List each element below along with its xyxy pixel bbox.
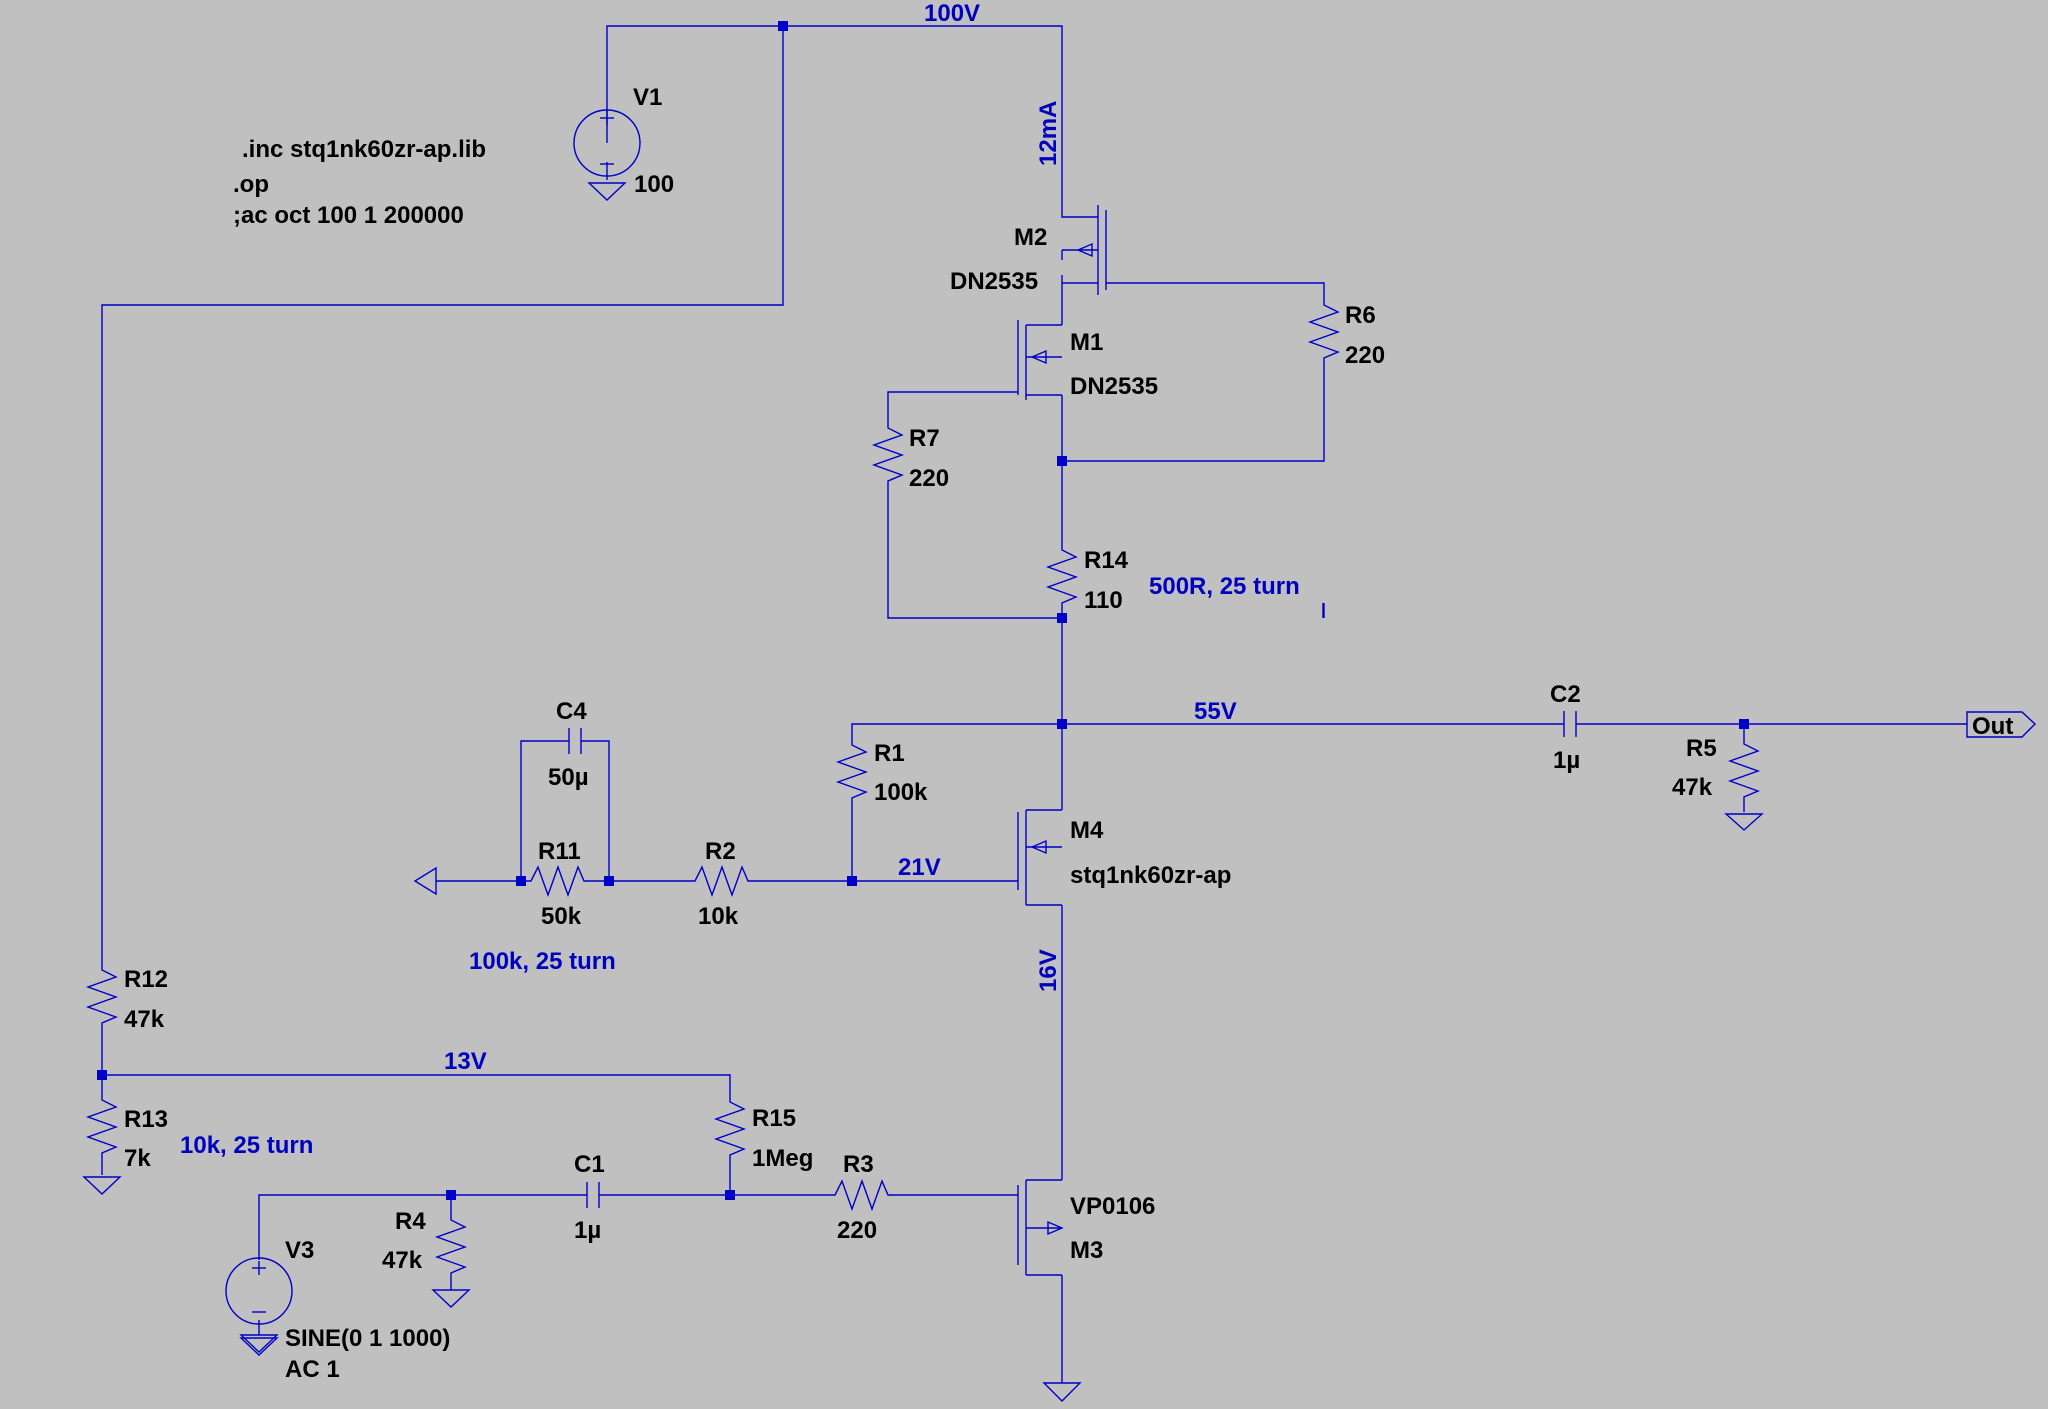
label-13v: 13V: [444, 1048, 487, 1075]
resistor-r11[interactable]: [521, 864, 609, 898]
wires: [101, 25, 1967, 1383]
output-port[interactable]: Out: [1966, 711, 2037, 740]
r2-name: R2: [705, 838, 736, 865]
ground-symbols: [239, 866, 1082, 1402]
resistor-r15[interactable]: [713, 1092, 747, 1162]
capacitor-c2[interactable]: [1563, 711, 1577, 737]
r14-name: R14: [1084, 547, 1129, 574]
directive-op[interactable]: .op: [233, 171, 269, 198]
directive-ac[interactable]: ;ac oct 100 1 200000: [233, 202, 464, 229]
label-100v: 100V: [924, 0, 980, 27]
r15-name: R15: [752, 1105, 796, 1132]
resistor-r6[interactable]: [1307, 295, 1341, 365]
label-55v: 55V: [1194, 698, 1237, 725]
label-12ma: 12mA: [1035, 101, 1062, 166]
m3-model: VP0106: [1070, 1193, 1155, 1220]
r7-name: R7: [909, 425, 940, 452]
capacitor-c1[interactable]: [586, 1182, 600, 1208]
m4-name: M4: [1070, 817, 1104, 844]
mosfet-m4[interactable]: [1017, 800, 1063, 906]
c4-name: C4: [556, 698, 587, 725]
resistor-r3[interactable]: [825, 1178, 895, 1212]
m2-name: M2: [1014, 224, 1047, 251]
v3-value2: AC 1: [285, 1356, 340, 1383]
r5-name: R5: [1686, 735, 1717, 762]
net-annotations: 100V 12mA 500R, 25 turn 55V 21V 100k, 25…: [180, 0, 1325, 1159]
resistor-r2[interactable]: [685, 864, 755, 898]
r4-name: R4: [395, 1208, 426, 1235]
resistor-r12[interactable]: [85, 960, 119, 1030]
m1-model: DN2535: [1070, 373, 1158, 400]
c4-value: 50µ: [548, 764, 589, 791]
m1-name: M1: [1070, 329, 1103, 356]
voltage-source-v1[interactable]: [573, 109, 641, 201]
label-r13-note: 10k, 25 turn: [180, 1132, 313, 1159]
label-r14-note: 500R, 25 turn: [1149, 573, 1300, 600]
c2-value: 1µ: [1553, 747, 1580, 774]
resistor-r1[interactable]: [835, 735, 869, 805]
directive-inc[interactable]: .inc stq1nk60zr-ap.lib: [242, 136, 486, 163]
label-21v: 21V: [898, 854, 941, 881]
r3-name: R3: [843, 1151, 874, 1178]
r13-value: 7k: [124, 1145, 151, 1172]
r11-value: 50k: [541, 903, 582, 930]
mosfet-m1[interactable]: [1017, 320, 1062, 400]
mosfet-m2[interactable]: [1062, 205, 1107, 295]
label-r11-note: 100k, 25 turn: [469, 948, 616, 975]
r4-value: 47k: [382, 1247, 423, 1274]
m4-model: stq1nk60zr-ap: [1070, 862, 1231, 889]
resistor-r13[interactable]: [82, 1090, 122, 1195]
r6-name: R6: [1345, 302, 1376, 329]
r1-name: R1: [874, 740, 905, 767]
r12-value: 47k: [124, 1006, 165, 1033]
r14-value: 110: [1084, 587, 1123, 614]
c2-name: C2: [1550, 681, 1581, 708]
mosfet-m3[interactable]: [1017, 1179, 1064, 1276]
r13-name: R13: [124, 1106, 168, 1133]
r7-value: 220: [909, 465, 949, 492]
c1-value: 1µ: [574, 1217, 601, 1244]
resistor-r5[interactable]: [1724, 734, 1764, 831]
c1-name: C1: [574, 1151, 605, 1178]
r15-value: 1Meg: [752, 1145, 813, 1172]
output-port-label: Out: [1972, 713, 2013, 740]
r2-value: 10k: [698, 903, 739, 930]
r5-value: 47k: [1672, 774, 1713, 801]
spice-directives[interactable]: .inc stq1nk60zr-ap.lib .op ;ac oct 100 1…: [233, 136, 486, 229]
resistor-r4[interactable]: [431, 1210, 471, 1308]
m3-name: M3: [1070, 1237, 1103, 1264]
capacitor-c4[interactable]: [568, 728, 582, 754]
r1-value: 100k: [874, 779, 928, 806]
r3-value: 220: [837, 1217, 877, 1244]
resistor-r7[interactable]: [871, 418, 905, 488]
v1-value: 100: [634, 171, 674, 198]
r12-name: R12: [124, 966, 168, 993]
v1-name: V1: [633, 84, 662, 111]
r11-name: R11: [538, 838, 581, 865]
v3-name: V3: [285, 1237, 314, 1264]
v3-value: SINE(0 1 1000): [285, 1325, 450, 1352]
r6-value: 220: [1345, 342, 1385, 369]
junctions: [97, 21, 1749, 1200]
resistor-r14[interactable]: [1045, 540, 1079, 610]
label-16v: 16V: [1035, 949, 1062, 992]
voltage-source-v3[interactable]: [225, 1257, 293, 1353]
m2-model: DN2535: [950, 268, 1038, 295]
component-labels: V1 100 M2 DN2535 M1 DN2535 R6 220 R7 220…: [124, 84, 1717, 1383]
